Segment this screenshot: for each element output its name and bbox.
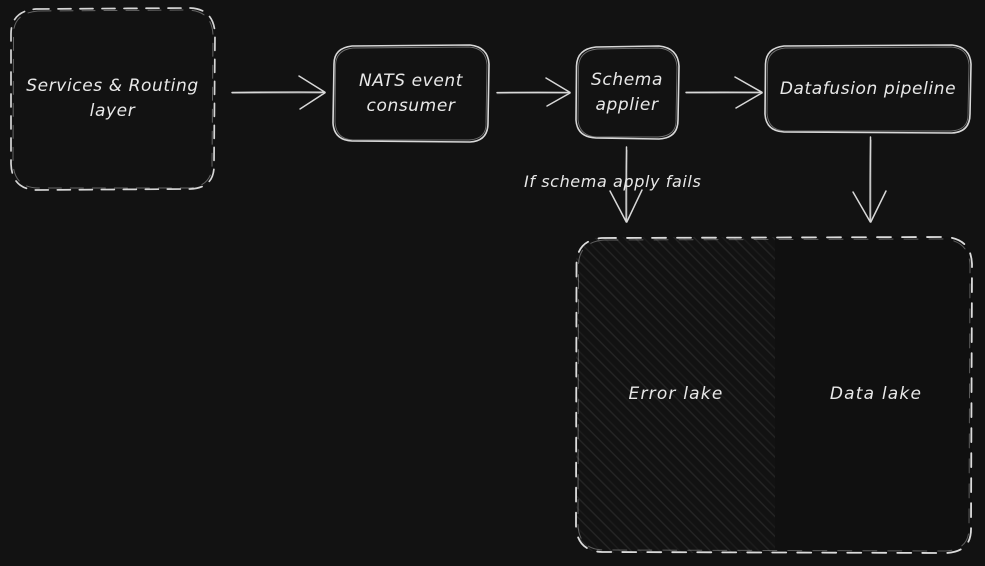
nats-event-consumer-shape[interactable] bbox=[332, 44, 490, 143]
edge-schema-to-datafusion-arrow[interactable] bbox=[685, 76, 763, 109]
data-lake-label: Data lake bbox=[829, 384, 923, 404]
schema-applier-shape[interactable] bbox=[575, 45, 680, 140]
edge-schema-to-error-lake-label: If schema apply fails bbox=[524, 172, 702, 191]
services-routing-layer-shape[interactable] bbox=[10, 7, 216, 191]
datafusion-pipeline-shape[interactable] bbox=[764, 44, 972, 134]
edge-services-to-nats-arrow[interactable] bbox=[231, 75, 326, 110]
edge-nats-to-schema-arrow[interactable] bbox=[496, 77, 571, 107]
error-lake-region bbox=[576, 237, 775, 553]
data-lake-region bbox=[775, 237, 972, 553]
edge-schema-to-error-lake-arrow[interactable] bbox=[609, 146, 643, 223]
error-lake-label: Error lake bbox=[628, 384, 724, 404]
edge-datafusion-to-data-lake-arrow[interactable] bbox=[852, 136, 887, 223]
lake-container-shape[interactable] bbox=[575, 236, 973, 554]
